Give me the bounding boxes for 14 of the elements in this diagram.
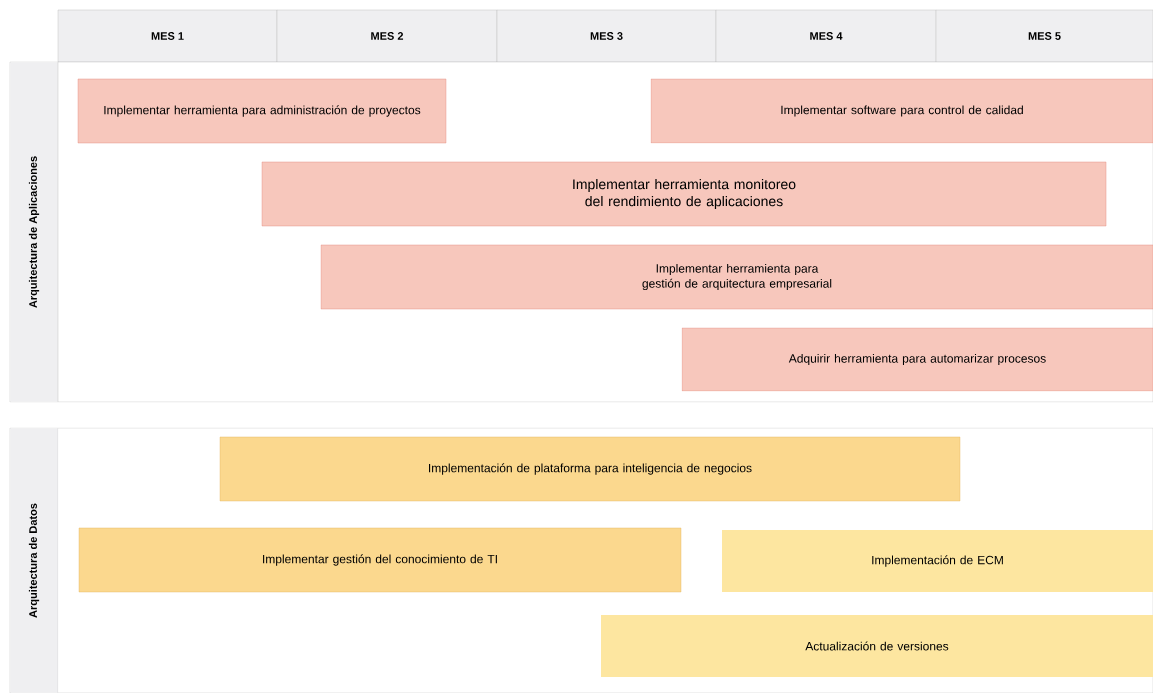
task-bar: Actualización de versiones <box>601 615 1153 677</box>
task-bar: Adquirir herramienta para automarizar procesos <box>681 327 1153 392</box>
task-bar: Implementación de plataforma para inteligencia de negocios <box>219 436 961 502</box>
task-bar: Implementación de ECM <box>722 530 1153 592</box>
task-bar: Implementar gestión del conocimiento de TI <box>78 527 682 593</box>
month-header: MES 4 <box>715 9 937 63</box>
month-header: MES 3 <box>496 9 717 63</box>
month-header: MES 2 <box>276 9 498 63</box>
month-header: MES 1 <box>57 9 278 63</box>
task-bar: Implementar herramienta para gestión de arquitectura empresarial <box>320 244 1153 310</box>
month-header: MES 5 <box>935 9 1153 63</box>
task-bar: Implementar herramienta monitoreo del rendimiento de aplicaciones <box>261 161 1107 227</box>
task-bar: Implementar herramienta para administración de proyectos <box>77 78 447 144</box>
task-bar: Implementar software para control de calidad <box>650 78 1153 144</box>
